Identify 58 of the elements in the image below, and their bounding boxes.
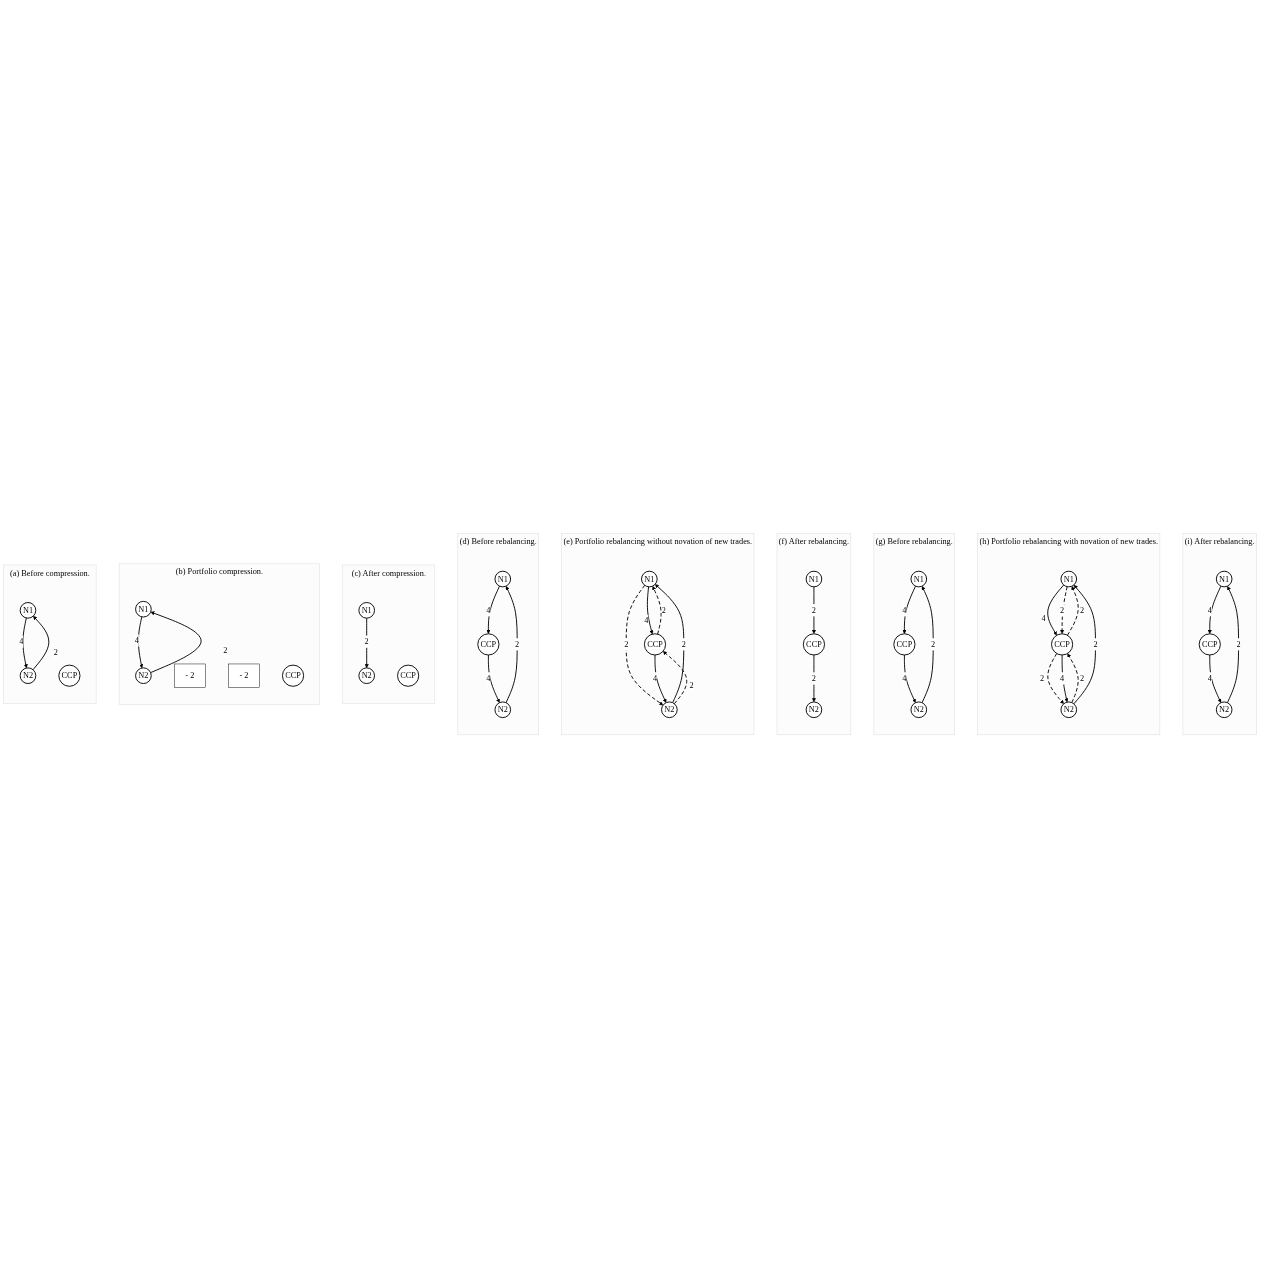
edge-label: 2 bbox=[53, 647, 58, 657]
edge-label: 2 bbox=[1040, 673, 1045, 683]
edge-label: 2 bbox=[931, 639, 936, 649]
edge-label: 2 bbox=[1080, 605, 1085, 615]
node-circle: N2 bbox=[910, 701, 928, 718]
node-circle: CCP bbox=[802, 633, 825, 656]
edge-label: 4 bbox=[486, 673, 491, 683]
edge-label: 4 bbox=[1041, 613, 1046, 623]
edge-label: 2 bbox=[1236, 639, 1241, 649]
node-box: - 2 bbox=[174, 663, 206, 688]
node-circle: N2 bbox=[358, 667, 375, 684]
node-circle: N1 bbox=[494, 570, 512, 588]
edge-label: 2 bbox=[811, 673, 817, 683]
edge-label: 4 bbox=[652, 673, 658, 683]
edge-label: 4 bbox=[902, 605, 907, 615]
node-box: - 2 bbox=[228, 663, 260, 688]
node-circle: N1 bbox=[805, 570, 823, 588]
edge-label: 2 bbox=[661, 605, 666, 615]
edge-label: 4 bbox=[902, 673, 907, 683]
node-circle: N2 bbox=[661, 701, 678, 718]
edge-label: 4 bbox=[486, 605, 491, 615]
node-circle: N1 bbox=[135, 600, 152, 618]
node-circle: N1 bbox=[910, 570, 928, 588]
edge-label: 4 bbox=[134, 635, 139, 645]
node-circle: CCP bbox=[477, 633, 500, 656]
edge-label: 2 bbox=[364, 636, 369, 646]
edge-label: 2 bbox=[1060, 605, 1065, 615]
node-circle: N2 bbox=[1215, 701, 1233, 718]
edge-label: 4 bbox=[1207, 605, 1212, 615]
edge-label: 2 bbox=[811, 605, 817, 615]
node-circle: N2 bbox=[19, 667, 37, 684]
edge-label: 2 bbox=[515, 639, 520, 649]
node-circle: CCP bbox=[397, 664, 420, 687]
node-circle: N2 bbox=[494, 701, 512, 718]
node-circle: N2 bbox=[805, 701, 823, 718]
edge-label: 2 bbox=[689, 680, 694, 690]
edge-label: 2 bbox=[624, 639, 629, 649]
edge-label: 2 bbox=[223, 645, 228, 655]
node-circle: N1 bbox=[1215, 570, 1233, 588]
node-circle: CCP bbox=[643, 633, 667, 656]
edge-label: 4 bbox=[1207, 673, 1212, 683]
edge-label: 4 bbox=[19, 636, 24, 646]
node-circle: CCP bbox=[1051, 633, 1074, 656]
node-circle: CCP bbox=[893, 633, 916, 656]
node-circle: N1 bbox=[641, 570, 658, 588]
node-circle: N2 bbox=[135, 667, 152, 684]
node-circle: N1 bbox=[358, 601, 375, 619]
node-circle: N1 bbox=[19, 601, 37, 619]
edge-label: 4 bbox=[1060, 673, 1065, 683]
node-circle: CCP bbox=[58, 664, 81, 687]
node-circle: CCP bbox=[282, 664, 305, 687]
node-circle: N1 bbox=[1060, 570, 1078, 588]
node-circle: CCP bbox=[1198, 633, 1221, 656]
edge-label: 4 bbox=[644, 615, 649, 626]
node-circle: N2 bbox=[1060, 701, 1078, 718]
edge-label: 2 bbox=[1093, 639, 1098, 649]
edge-label: 2 bbox=[1080, 673, 1085, 683]
edge-label: 2 bbox=[681, 639, 686, 649]
